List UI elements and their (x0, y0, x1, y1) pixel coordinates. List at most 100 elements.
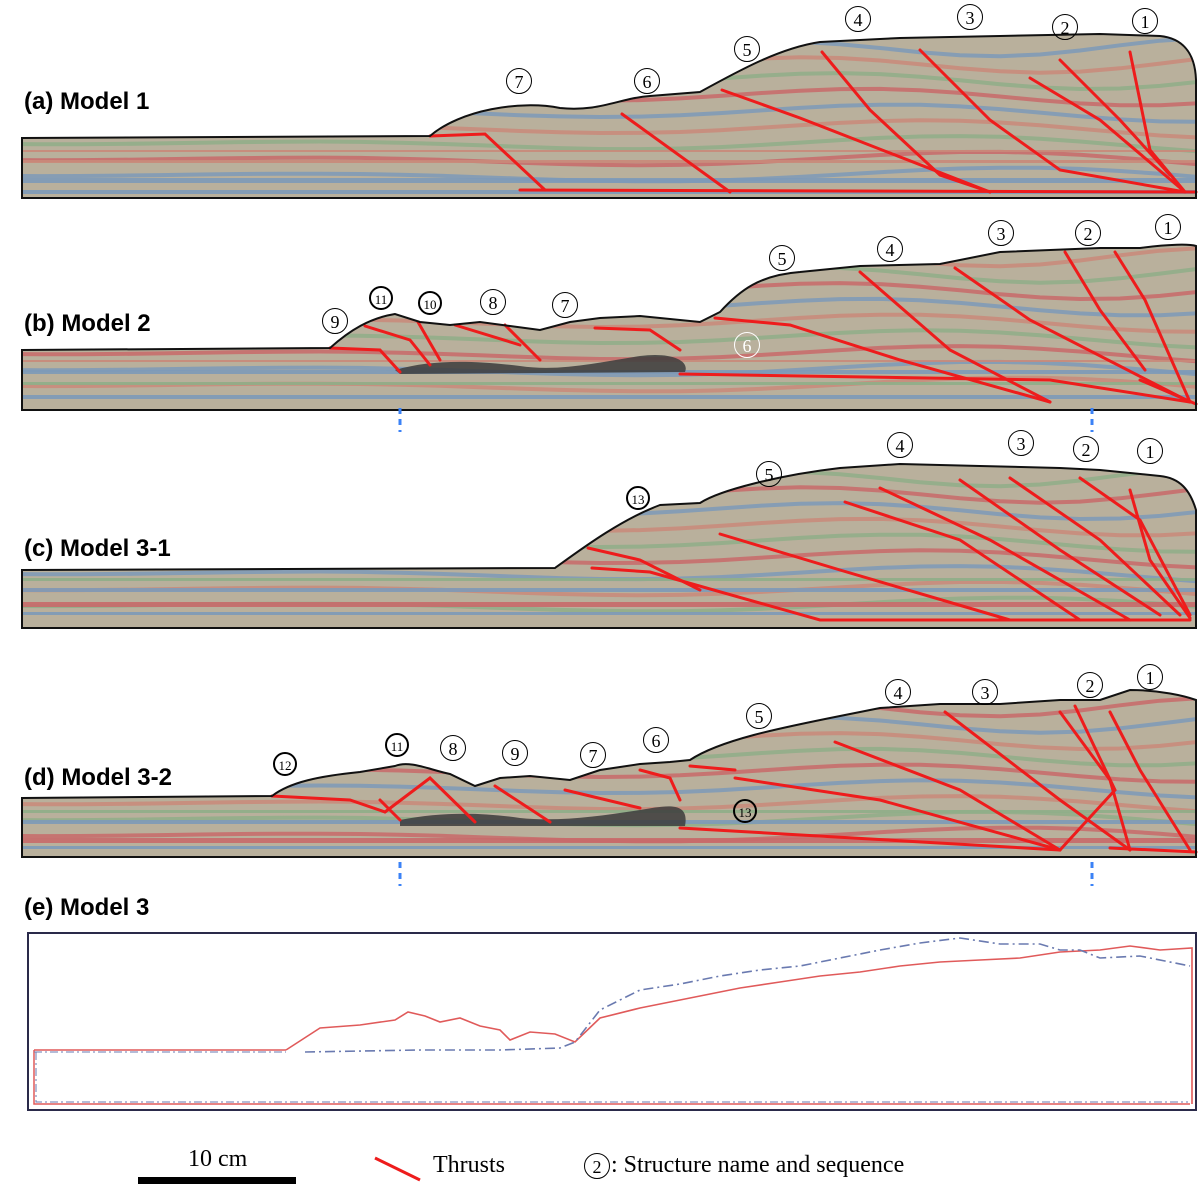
thrust-fault (493, 784, 552, 824)
thrust-fault (1128, 50, 1187, 194)
thrust-fault (638, 768, 682, 802)
structure-legend-label: : Structure name and sequence (611, 1152, 905, 1178)
structure-marker: 3 (1008, 430, 1034, 456)
stratum-line (22, 134, 1196, 154)
structure-marker: 9 (322, 308, 348, 334)
basal-layer (22, 602, 1196, 607)
basal-layer (22, 838, 1196, 843)
basal-layer (22, 588, 1196, 592)
structure-marker: 3 (988, 220, 1014, 246)
thrust-fault (943, 710, 1132, 852)
thrust-fault (718, 532, 1012, 622)
thrust-fault (1108, 846, 1198, 854)
thrust-fault (1058, 58, 1172, 177)
structure-marker: 8 (440, 735, 466, 761)
panel-label-model-3-2: (d) Model 3-2 (24, 764, 172, 791)
thrust-fault (1138, 378, 1198, 406)
thrust-fault (720, 88, 992, 194)
thrust-fault (918, 48, 1187, 194)
panel-label-model-2: (b) Model 2 (24, 310, 151, 337)
profile-base-blue (34, 1051, 1188, 1103)
thrust-fault (1113, 250, 1192, 404)
thrust-fault (878, 486, 1132, 622)
structure-marker: 4 (877, 236, 903, 262)
thrust-fault (563, 788, 642, 810)
basal-layer (22, 846, 1196, 849)
structure-marker: 4 (887, 432, 913, 458)
structure-marker: 6 (643, 727, 669, 753)
panel-label-model-3-1: (c) Model 3-1 (24, 535, 171, 562)
thrust-fault (453, 323, 522, 347)
structure-marker: 6 (734, 332, 760, 358)
basal-layer (22, 160, 1196, 163)
thrusts-legend-label: Thrusts (433, 1152, 505, 1178)
thrust-fault (678, 826, 1062, 852)
thrust-fault (378, 798, 402, 822)
thrust-fault (733, 776, 1062, 852)
structure-marker: 1 (1137, 664, 1163, 690)
thrust-fault (503, 323, 542, 362)
structure-marker: 13 (733, 799, 757, 823)
structure-marker: 6 (634, 68, 660, 94)
structure-legend-symbol: 2 (584, 1153, 610, 1179)
stratum-line (22, 794, 1196, 814)
thrust-fault (593, 326, 682, 352)
structure-marker: 5 (769, 245, 795, 271)
structure-marker: 5 (756, 461, 782, 487)
structure-marker: 4 (845, 6, 871, 32)
structure-marker: 12 (273, 752, 297, 776)
structure-marker: 2 (1073, 436, 1099, 462)
thrust-fault (858, 270, 1052, 404)
thrust-fault (713, 316, 1052, 404)
structure-marker: 5 (734, 36, 760, 62)
panel-label-model-1: (a) Model 1 (24, 88, 150, 115)
thrust-fault (1108, 710, 1192, 852)
thrust-fault (270, 794, 387, 814)
structure-marker: 4 (885, 679, 911, 705)
profile-frame (27, 932, 1197, 1111)
salt-detachment (395, 354, 686, 374)
profile-base-red (33, 1049, 1190, 1105)
section-fill-group (22, 34, 1196, 198)
thrust-fault (833, 740, 1062, 852)
structure-marker: 11 (385, 733, 409, 757)
thrust-fault (416, 320, 442, 362)
thrust-fault (383, 776, 477, 824)
section-fill-group (22, 690, 1196, 857)
section-fill-group (22, 244, 1196, 410)
thrust-fault (1008, 476, 1182, 617)
thrust-fault (1063, 250, 1147, 372)
structure-marker: 8 (480, 289, 506, 315)
structure-marker: 7 (580, 742, 606, 768)
basal-layer (22, 578, 1196, 581)
stratum-line (22, 344, 1196, 364)
basal-layer (22, 178, 1196, 183)
basal-layer (22, 612, 1196, 615)
profile-model-3-1-line (285, 945, 1193, 1104)
panel-label-model-3: (e) Model 3 (24, 894, 150, 921)
thrust-fault (953, 266, 1192, 404)
thrust-legend-line (374, 1156, 421, 1182)
structure-marker: 7 (552, 292, 578, 318)
section-outline (21, 32, 1197, 199)
structure-marker: 2 (1052, 14, 1078, 40)
basal-layer (22, 360, 1196, 362)
thrust-fault (688, 764, 737, 772)
basal-layer (22, 150, 1196, 152)
basal-layer (22, 395, 1196, 399)
structure-marker: 3 (972, 679, 998, 705)
structure-marker: 3 (957, 4, 983, 30)
structure-marker: 5 (746, 703, 772, 729)
profile-model-3-2-line (304, 937, 1191, 1053)
thrust-fault (328, 346, 402, 374)
structure-marker: 13 (626, 486, 650, 510)
thrust-fault (958, 478, 1162, 617)
thrust-fault (843, 500, 1082, 622)
structure-marker: 2 (1075, 220, 1101, 246)
basal-layer (22, 190, 1196, 194)
structure-marker: 9 (502, 740, 528, 766)
scale-bar-label: 10 cm (188, 1146, 248, 1172)
basal-layer (22, 810, 1196, 813)
thrust-fault (1058, 704, 1117, 852)
